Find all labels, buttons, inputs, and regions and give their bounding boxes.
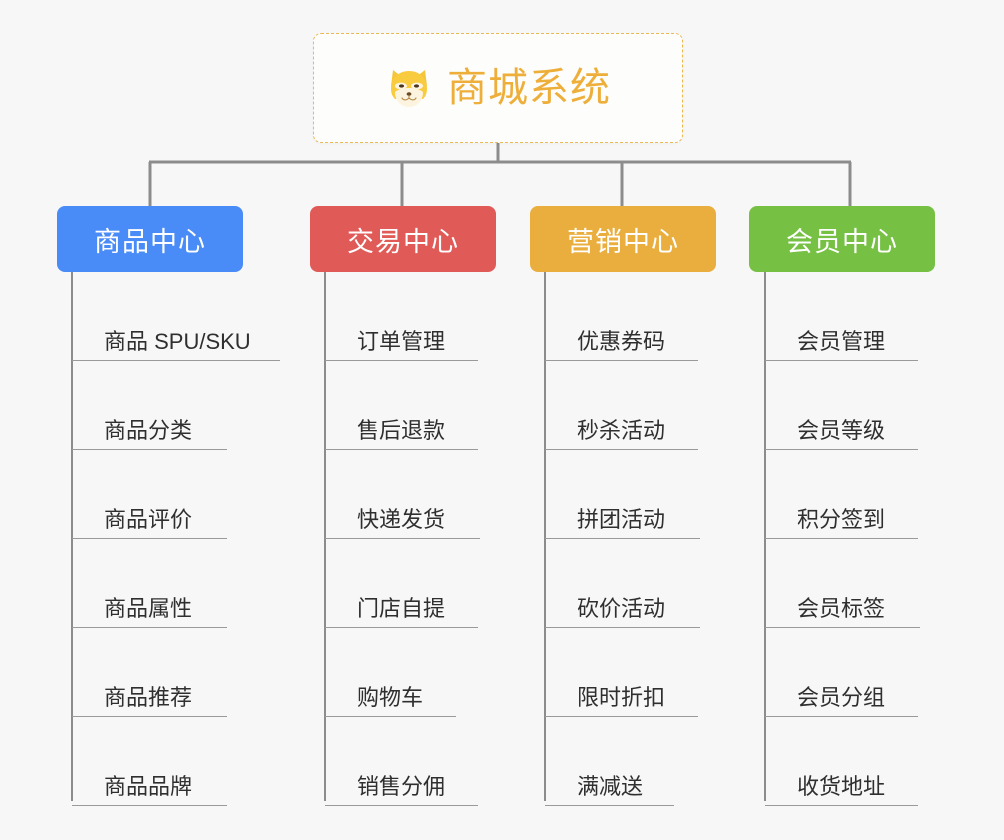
leaf-underline	[765, 716, 918, 717]
leaf-item[interactable]: 商品分类	[72, 361, 251, 450]
leaf-item[interactable]: 秒杀活动	[545, 361, 716, 450]
leaf-item[interactable]: 拼团活动	[545, 450, 716, 539]
leaf-item[interactable]: 砍价活动	[545, 539, 716, 628]
leaf-label: 订单管理	[357, 328, 446, 354]
leaf-list-1: 商品 SPU/SKU 商品分类商品评价商品属性商品推荐商品品牌	[72, 272, 280, 806]
leaf-label: 限时折扣	[577, 684, 666, 710]
leaf-item[interactable]: 积分签到	[765, 450, 935, 539]
leaf-item[interactable]: 销售分佣	[325, 717, 496, 806]
leaf-item[interactable]: 满减送	[545, 717, 716, 806]
leaf-label: 秒杀活动	[577, 417, 666, 443]
category-column-1: 商品中心商品 SPU/SKU 商品分类商品评价商品属性商品推荐商品品牌	[57, 206, 280, 806]
leaf-underline	[545, 360, 698, 361]
leaf-label: 商品分类	[104, 417, 193, 443]
leaf-item[interactable]: 会员分组	[765, 628, 935, 717]
leaf-underline	[325, 449, 478, 450]
leaf-label: 商品品牌	[104, 773, 193, 799]
leaf-label: 快递发货	[357, 506, 446, 532]
category-label: 会员中心	[786, 226, 898, 257]
leaf-underline	[325, 716, 456, 717]
leaf-label: 门店自提	[357, 595, 446, 621]
leaf-item[interactable]: 商品推荐	[72, 628, 251, 717]
shiba-dog-icon	[385, 64, 433, 112]
leaf-underline	[325, 360, 478, 361]
leaf-underline	[72, 360, 280, 361]
leaf-item[interactable]: 会员等级	[765, 361, 935, 450]
leaf-label: 会员分组	[797, 684, 886, 710]
leaf-item[interactable]: 限时折扣	[545, 628, 716, 717]
leaf-underline	[72, 538, 227, 539]
leaf-label: 销售分佣	[357, 773, 446, 799]
leaf-list-2: 订单管理售后退款快递发货门店自提购物车销售分佣	[325, 272, 496, 806]
leaf-label: 优惠券码	[577, 328, 666, 354]
category-label: 交易中心	[347, 226, 459, 257]
leaf-underline	[545, 449, 698, 450]
leaf-underline	[325, 805, 478, 806]
category-label: 商品中心	[94, 226, 206, 257]
leaf-underline	[325, 538, 480, 539]
leaf-underline	[765, 360, 918, 361]
leaf-underline	[545, 538, 700, 539]
category-column-2: 交易中心订单管理售后退款快递发货门店自提购物车销售分佣	[310, 206, 496, 806]
leaf-underline	[765, 805, 918, 806]
category-box-1[interactable]: 商品中心	[57, 206, 243, 272]
category-column-4: 会员中心会员管理会员等级积分签到会员标签会员分组收货地址	[749, 206, 935, 806]
leaf-item[interactable]: 收货地址	[765, 717, 935, 806]
leaf-item[interactable]: 商品评价	[72, 450, 251, 539]
leaf-item[interactable]: 会员标签	[765, 539, 935, 628]
leaf-list-4: 会员管理会员等级积分签到会员标签会员分组收货地址	[765, 272, 935, 806]
leaf-label: 商品 SPU/SKU	[104, 328, 251, 354]
leaf-underline	[545, 627, 700, 628]
leaf-label: 会员管理	[797, 328, 886, 354]
category-box-2[interactable]: 交易中心	[310, 206, 496, 272]
leaf-item[interactable]: 售后退款	[325, 361, 496, 450]
leaf-item[interactable]: 优惠券码	[545, 272, 716, 361]
leaf-label: 会员标签	[797, 595, 886, 621]
leaf-item[interactable]: 商品品牌	[72, 717, 251, 806]
leaf-label: 砍价活动	[577, 595, 666, 621]
leaf-label: 商品推荐	[104, 684, 193, 710]
leaf-item[interactable]: 会员管理	[765, 272, 935, 361]
leaf-underline	[765, 627, 920, 628]
leaf-label: 积分签到	[797, 506, 886, 532]
leaf-label: 会员等级	[797, 417, 886, 443]
leaf-underline	[765, 538, 918, 539]
leaf-label: 拼团活动	[577, 506, 666, 532]
category-column-3: 营销中心优惠券码秒杀活动拼团活动砍价活动限时折扣满减送	[530, 206, 716, 806]
category-box-4[interactable]: 会员中心	[749, 206, 935, 272]
leaf-item[interactable]: 购物车	[325, 628, 496, 717]
leaf-underline	[765, 449, 918, 450]
leaf-underline	[72, 627, 227, 628]
category-label: 营销中心	[567, 226, 679, 257]
leaf-label: 商品属性	[104, 595, 193, 621]
leaf-label: 售后退款	[357, 417, 446, 443]
leaf-item[interactable]: 门店自提	[325, 539, 496, 628]
leaf-underline	[545, 716, 698, 717]
root-title: 商城系统	[447, 66, 611, 110]
leaf-label: 商品评价	[104, 506, 193, 532]
leaf-item[interactable]: 商品 SPU/SKU	[72, 272, 280, 361]
leaf-item[interactable]: 商品属性	[72, 539, 251, 628]
leaf-label: 购物车	[357, 684, 424, 710]
leaf-underline	[72, 716, 227, 717]
leaf-item[interactable]: 订单管理	[325, 272, 496, 361]
leaf-underline	[72, 449, 227, 450]
leaf-underline	[72, 805, 227, 806]
leaf-list-3: 优惠券码秒杀活动拼团活动砍价活动限时折扣满减送	[545, 272, 716, 806]
leaf-item[interactable]: 快递发货	[325, 450, 496, 539]
root-node[interactable]: 商城系统	[313, 33, 683, 143]
category-box-3[interactable]: 营销中心	[530, 206, 716, 272]
leaf-label: 收货地址	[797, 773, 886, 799]
leaf-label: 满减送	[577, 773, 644, 799]
leaf-underline	[325, 627, 478, 628]
leaf-underline	[545, 805, 674, 806]
